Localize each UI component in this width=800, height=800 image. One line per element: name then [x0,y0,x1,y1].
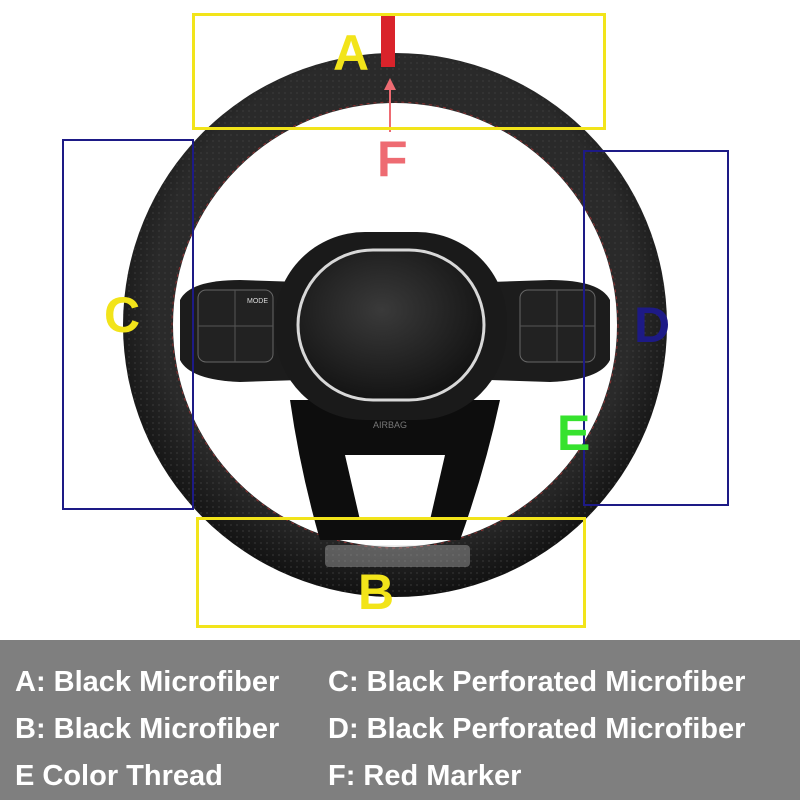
red-marker-stripe [381,15,395,67]
zone-a-box [192,13,606,130]
left-control-buttons: MODE [197,289,274,363]
zone-d-box [583,150,729,506]
zone-a-label: A [333,25,370,81]
zone-e-label: E [557,405,591,461]
zone-b-label: B [358,564,395,620]
airbag-label: AIRBAG [373,420,407,430]
right-control-buttons [519,289,596,363]
zone-f-label: F [377,131,408,187]
steering-wheel-illustration: MODE AIRBAG [123,15,667,597]
legend-item-d: D: Black Perforated Microfiber [328,713,746,745]
legend-item-b: B: Black Microfiber [15,713,280,745]
legend-item-f: F: Red Marker [328,760,522,792]
zone-c-label: C [104,287,141,343]
product-photo: MODE AIRBAG A B C D E F [62,13,729,628]
legend-item-e: E Color Thread [15,760,223,792]
legend-item-c: C: Black Perforated Microfiber [328,666,746,698]
red-marker-arrow [384,78,396,132]
zone-b-box [196,517,586,628]
mode-label: MODE [247,298,268,305]
legend-item-a: A: Black Microfiber [15,666,280,698]
material-legend: A: Black Microfiber C: Black Perforated … [0,640,800,800]
zone-c-box [62,139,194,510]
zone-d-label: D [634,297,671,353]
airbag-hub: AIRBAG [275,232,507,430]
